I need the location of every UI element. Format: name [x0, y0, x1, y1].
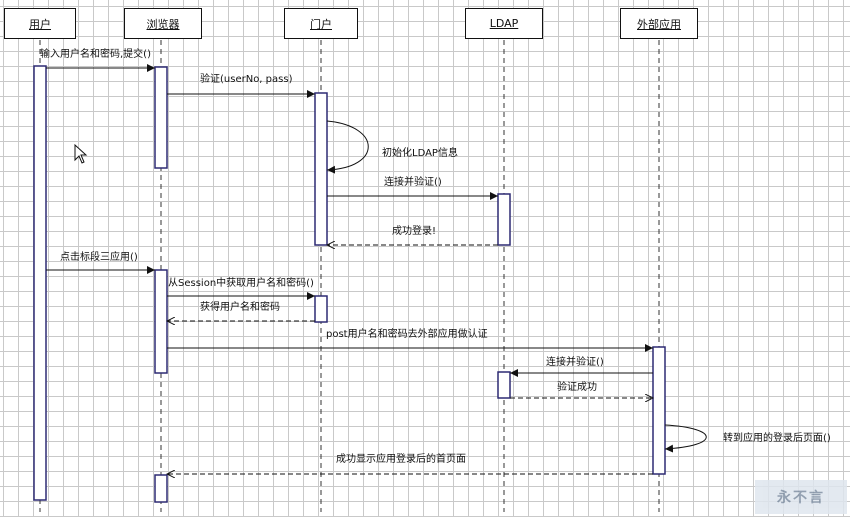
- msg-label-4: 连接并验证(): [384, 175, 442, 188]
- activation-browser-3: [154, 474, 168, 503]
- msg-label-9: post用户名和密码去外部应用做认证: [326, 327, 488, 340]
- watermark: 永不言: [755, 480, 847, 514]
- mouse-cursor-icon: [74, 144, 88, 164]
- actor-ldap: LDAP: [465, 8, 543, 39]
- activation-ldap-2: [497, 371, 511, 399]
- msg-label-6: 点击标段三应用(): [60, 250, 138, 263]
- msg-label-10: 连接并验证(): [546, 355, 604, 368]
- activation-browser-1: [154, 66, 168, 169]
- msg-label-7: 从Session中获取用户名和密码(): [168, 276, 314, 289]
- activation-browser-2: [154, 269, 168, 374]
- activation-ldap-1: [497, 193, 511, 246]
- actor-browser: 浏览器: [124, 8, 202, 39]
- msg-line-3-self: [326, 120, 369, 174]
- msg-label-2: 验证(userNo, pass): [200, 72, 293, 85]
- activation-portal-2: [314, 295, 328, 323]
- msg-label-13: 成功显示应用登录后的首页面: [336, 452, 466, 465]
- msg-label-1: 输入用户名和密码,提交(): [40, 47, 151, 60]
- msg-label-5: 成功登录!: [392, 224, 436, 237]
- actor-user: 用户: [4, 8, 76, 39]
- msg-label-8: 获得用户名和密码: [200, 300, 280, 313]
- actor-external: 外部应用: [620, 8, 698, 39]
- activation-external: [652, 346, 666, 475]
- msg-label-11: 验证成功: [557, 380, 597, 393]
- activation-portal-1: [314, 92, 328, 246]
- actor-portal: 门户: [284, 8, 358, 39]
- msg-label-3: 初始化LDAP信息: [382, 146, 458, 159]
- activation-user: [33, 65, 47, 501]
- msg-line-12-self: [664, 424, 707, 453]
- msg-label-12: 转到应用的登录后页面(): [723, 431, 831, 444]
